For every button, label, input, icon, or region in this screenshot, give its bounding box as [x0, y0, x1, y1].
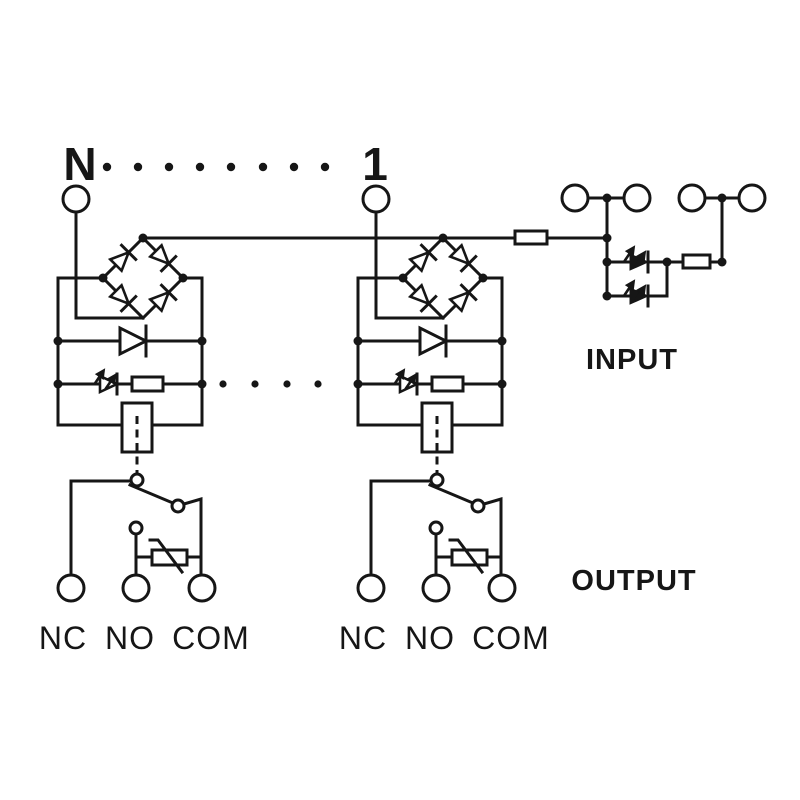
input-terminal-4 — [737, 183, 767, 213]
input-terminal-2 — [622, 183, 652, 213]
input-terminal-1 — [560, 183, 590, 213]
channel-n-nc-label: NC — [39, 620, 87, 656]
channel-1-nc-label: NC — [339, 620, 387, 656]
channel-1-no-label: NO — [405, 620, 455, 656]
channel-1-com-label: COM — [472, 620, 550, 656]
input-section — [560, 183, 767, 308]
output-section-label: OUTPUT — [571, 565, 696, 597]
channel-ellipsis-top — [102, 162, 330, 172]
channel-n-com-label: COM — [172, 620, 250, 656]
channel-n-no-label: NO — [105, 620, 155, 656]
input-section-label: INPUT — [586, 344, 678, 376]
channel-ellipsis-middle — [219, 380, 322, 388]
input-resistor — [681, 253, 712, 270]
input-terminal-3 — [677, 183, 707, 213]
bus-resistor — [513, 229, 549, 246]
channel-1-label: 1 — [362, 138, 388, 190]
relay-channel-1 — [354, 186, 516, 601]
relay-channel-n — [54, 186, 216, 601]
input-bus — [141, 229, 609, 246]
channel-n-label: N — [63, 138, 96, 190]
